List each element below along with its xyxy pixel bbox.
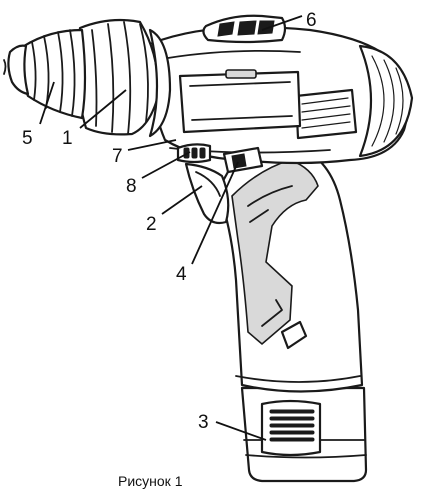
handle	[216, 146, 364, 393]
vent-grille	[294, 88, 358, 140]
callout-3: 3	[198, 412, 209, 433]
figure-caption: Рисунок 1	[118, 473, 183, 489]
motor-housing	[148, 25, 414, 165]
battery-pack	[240, 386, 368, 483]
callout-leaders	[39, 15, 303, 441]
led-light	[176, 143, 212, 164]
callout-1: 1	[62, 128, 73, 149]
grip-insert	[280, 320, 308, 350]
callout-5: 5	[22, 128, 33, 149]
callout-4: 4	[176, 264, 187, 285]
callout-7: 7	[112, 146, 123, 167]
rear-cap	[358, 44, 414, 158]
gear-switch	[202, 14, 287, 44]
keyless-chuck	[3, 28, 87, 120]
callout-labels: 5 1 6 7 8 2 4 3	[22, 10, 317, 433]
callout-2: 2	[146, 214, 157, 235]
callout-6: 6	[306, 10, 317, 31]
callout-8: 8	[126, 176, 137, 197]
battery-release-button	[260, 399, 322, 457]
torque-ring	[76, 18, 172, 138]
brand-plate	[225, 69, 257, 79]
reverse-switch	[222, 146, 264, 174]
